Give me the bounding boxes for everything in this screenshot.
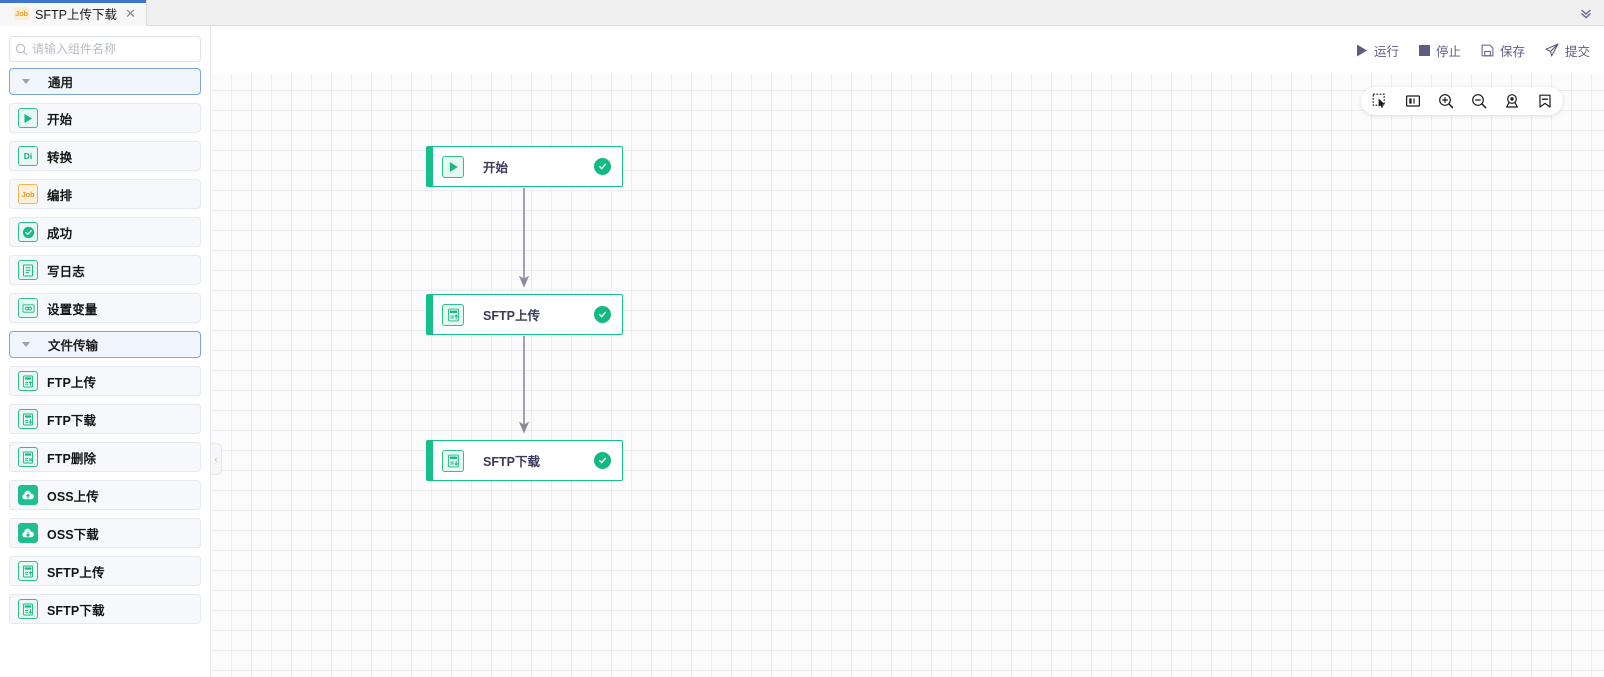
play-icon xyxy=(442,155,464,178)
palette-item-sftp-upload[interactable]: SFTP上传 xyxy=(9,556,201,586)
palette-item-label: FTP删除 xyxy=(47,451,97,466)
close-icon[interactable]: ✕ xyxy=(124,5,136,21)
tab-bar-spacer xyxy=(147,0,1568,25)
play-icon xyxy=(1356,44,1368,57)
search-icon xyxy=(10,43,32,56)
file-download-icon xyxy=(18,409,38,429)
status-badge xyxy=(594,306,611,323)
file-upload-icon xyxy=(442,303,464,326)
document-icon xyxy=(18,260,38,280)
check-circle-icon xyxy=(18,222,38,242)
di-icon: Di xyxy=(18,146,38,166)
cloud-upload-icon xyxy=(18,485,38,505)
cloud-download-icon xyxy=(18,523,38,543)
palette-item-label: 写日志 xyxy=(47,264,85,279)
file-download-icon xyxy=(18,599,38,619)
palette-item-ftp-upload[interactable]: FTP上传 xyxy=(9,366,201,396)
flow-node-sftp-upload[interactable]: SFTP上传 xyxy=(426,294,623,335)
file-upload-icon xyxy=(18,561,38,581)
palette-group-general[interactable]: 通用 xyxy=(9,68,201,95)
palette-item-label: FTP上传 xyxy=(47,375,97,390)
component-palette-panel: 通用 开始 Di 转换 Job 编排 成功 xyxy=(0,26,211,677)
palette-item-label: FTP下载 xyxy=(47,413,97,428)
palette-item-ftp-delete[interactable]: FTP删除 xyxy=(9,442,201,472)
run-label: 运行 xyxy=(1373,44,1399,59)
submit-button[interactable]: 提交 xyxy=(1545,41,1590,60)
flow-node-sftp-download[interactable]: SFTP下载 xyxy=(426,440,623,481)
flow-node-label: 开始 xyxy=(483,161,509,175)
search-wrap xyxy=(0,26,210,68)
zoom-in-icon[interactable] xyxy=(1437,93,1454,110)
palette-item-label: SFTP上传 xyxy=(47,565,105,580)
tab-sftp-upload-download[interactable]: Job SFTP上传下载 ✕ xyxy=(0,0,147,26)
palette-item-setvar[interactable]: 设置变量 xyxy=(9,293,201,323)
palette-item-label: OSS下载 xyxy=(47,527,99,542)
fit-view-icon[interactable] xyxy=(1404,93,1421,110)
play-icon xyxy=(18,108,38,128)
palette-group-label: 通用 xyxy=(48,76,74,90)
run-button[interactable]: 运行 xyxy=(1356,41,1399,60)
palette-item-label: 开始 xyxy=(47,112,73,127)
palette-item-oss-download[interactable]: OSS下载 xyxy=(9,518,201,548)
bookmark-minus-icon[interactable] xyxy=(1536,93,1553,110)
save-label: 保存 xyxy=(1499,44,1525,59)
submit-label: 提交 xyxy=(1564,44,1590,59)
palette-item-job[interactable]: Job 编排 xyxy=(9,179,201,209)
palette-item-label: 转换 xyxy=(47,150,73,165)
flow-edges xyxy=(518,188,530,434)
palette-item-label: 设置变量 xyxy=(47,302,98,317)
palette-item-sftp-download[interactable]: SFTP下载 xyxy=(9,594,201,624)
zoom-out-icon[interactable] xyxy=(1470,93,1487,110)
locate-icon[interactable] xyxy=(1503,93,1520,110)
palette-item-transform[interactable]: Di 转换 xyxy=(9,141,201,171)
send-icon xyxy=(1545,43,1559,57)
palette-item-success[interactable]: 成功 xyxy=(9,217,201,247)
palette-item-label: 编排 xyxy=(47,188,73,203)
file-download-icon xyxy=(442,449,464,472)
select-marquee-icon[interactable] xyxy=(1371,93,1388,110)
variable-icon xyxy=(18,298,38,318)
stop-button[interactable]: 停止 xyxy=(1418,41,1461,60)
palette-item-label: OSS上传 xyxy=(47,489,99,504)
palette-group-filetransfer[interactable]: 文件传输 xyxy=(9,331,201,358)
chevron-down-icon xyxy=(22,342,30,347)
palette-group-label: 文件传输 xyxy=(48,339,99,353)
palette-item-label: SFTP下载 xyxy=(47,603,105,618)
search-box[interactable] xyxy=(9,36,201,62)
tab-bar: Job SFTP上传下载 ✕ xyxy=(0,0,1604,26)
palette-item-oss-upload[interactable]: OSS上传 xyxy=(9,480,201,510)
palette-list: 通用 开始 Di 转换 Job 编排 成功 xyxy=(0,68,210,624)
chevron-left-icon: ‹ xyxy=(214,453,218,464)
file-delete-icon xyxy=(18,447,38,467)
tab-label: SFTP上传下载 xyxy=(35,7,117,22)
stop-label: 停止 xyxy=(1435,44,1461,59)
stop-icon xyxy=(1418,44,1430,56)
job-icon: Job xyxy=(18,184,38,204)
status-badge xyxy=(594,158,611,175)
palette-item-start[interactable]: 开始 xyxy=(9,103,201,133)
search-input[interactable] xyxy=(32,42,200,56)
palette-item-label: 成功 xyxy=(47,226,73,241)
job-badge-icon: Job xyxy=(14,6,29,20)
flow-node-label: SFTP下载 xyxy=(483,455,540,469)
save-button[interactable]: 保存 xyxy=(1481,41,1525,60)
panel-collapse-handle[interactable]: ‹ xyxy=(211,443,222,475)
palette-item-writelog[interactable]: 写日志 xyxy=(9,255,201,285)
file-upload-icon xyxy=(18,371,38,391)
save-icon xyxy=(1481,44,1494,57)
flow-node-start[interactable]: 开始 xyxy=(426,146,623,187)
palette-item-ftp-download[interactable]: FTP下载 xyxy=(9,404,201,434)
chevron-down-icon xyxy=(22,79,30,84)
status-badge xyxy=(594,452,611,469)
chevron-down-icon[interactable] xyxy=(1568,0,1604,25)
canvas-toolbar xyxy=(1361,87,1563,115)
header-actions: 运行 停止 保存 提交 xyxy=(1356,26,1590,74)
workflow-canvas[interactable]: 开始 SFTP上传 xyxy=(212,74,1604,677)
flow-node-label: SFTP上传 xyxy=(483,309,540,323)
